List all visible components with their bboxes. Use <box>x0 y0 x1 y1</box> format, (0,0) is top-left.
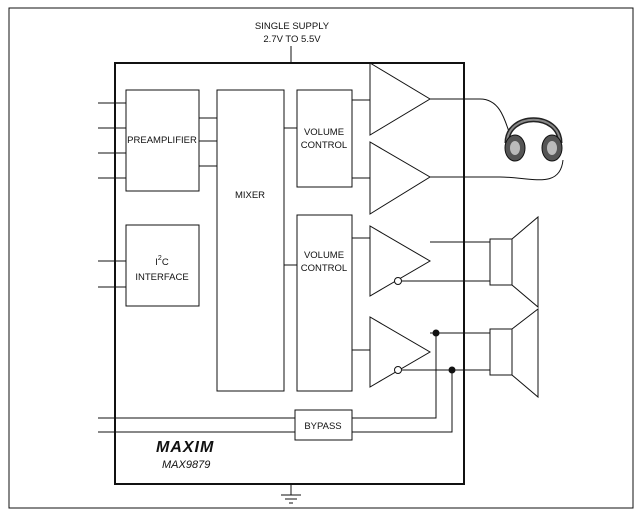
volume-control-bottom-block <box>296 214 353 392</box>
maxim-logo: MAXIM <box>156 439 214 456</box>
headphone-amp-left <box>369 62 431 136</box>
volume-control-top-label-line1: VOLUME <box>304 127 344 138</box>
mixer-label: MIXER <box>235 190 265 201</box>
figure-frame <box>8 7 634 509</box>
speaker-wires <box>402 241 490 371</box>
preamplifier-block <box>125 89 200 192</box>
speaker-amp-1-inverting-output <box>394 277 402 285</box>
volume-control-top-block <box>296 89 353 188</box>
volume-control-bottom-label-line2: CONTROL <box>301 263 347 274</box>
speaker-amp-2-inverting-output <box>394 366 402 374</box>
volume-control-top-label-line2: CONTROL <box>301 140 347 151</box>
preamp-mixer-links <box>199 117 217 167</box>
headphone-amp-right <box>369 141 431 215</box>
bypass-pins <box>98 417 295 433</box>
supply-label-line1: SINGLE SUPPLY <box>255 21 330 32</box>
volume-control-bottom-label-line1: VOLUME <box>304 250 344 261</box>
i2c-label-line2: INTERFACE <box>135 272 188 283</box>
volume-amp-links <box>352 99 370 351</box>
supply-label-line2: 2.7V TO 5.5V <box>263 34 321 45</box>
mixer-volume-links <box>284 127 297 266</box>
preamp-input-pins <box>98 102 126 179</box>
preamplifier-label: PREAMPLIFIER <box>127 135 197 146</box>
speaker-icon <box>489 215 539 309</box>
part-number: MAX9879 <box>162 459 210 471</box>
bypass-feedback-wires <box>352 333 453 433</box>
mixer-block <box>216 89 285 392</box>
bypass-block <box>294 409 353 441</box>
bypass-label: BYPASS <box>304 421 341 432</box>
i2c-interface-block <box>125 224 200 307</box>
headphones-icon <box>504 117 563 162</box>
i2c-pins <box>98 260 126 288</box>
speaker-icon <box>489 307 539 399</box>
ground-icon <box>281 484 301 504</box>
i2c-label: I2C <box>155 255 169 268</box>
